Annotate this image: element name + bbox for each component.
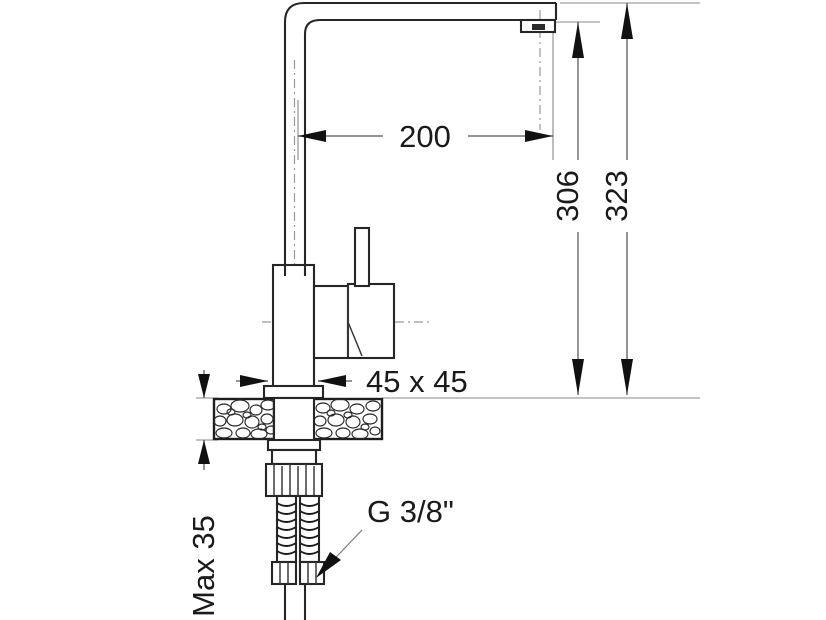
body-assembly — [271, 226, 396, 398]
dim-323-arrow-bottom — [621, 359, 633, 395]
spout-assembly — [283, 1, 558, 620]
supply-hose-left — [275, 494, 298, 564]
callout-arrowhead — [316, 552, 341, 578]
cartridge-block-inner — [312, 284, 350, 360]
hose-connector-nuts — [270, 560, 326, 586]
worktop-hatching-left — [214, 399, 274, 439]
worktop-left-section — [212, 397, 276, 441]
callout-thread-label: G 3/8" — [367, 494, 454, 529]
dim-306-label: 306 — [550, 170, 585, 222]
spout-inner-edge — [303, 18, 556, 620]
shank-washer — [266, 438, 322, 452]
worktop-hatching-right — [313, 399, 381, 439]
dim-323-label: 323 — [599, 170, 634, 222]
dim-323-arrow-top — [621, 3, 633, 39]
dimension-outlet-height: 306 — [550, 22, 585, 395]
dim-max35-arrow-top — [198, 374, 210, 398]
spout-outer-edge — [283, 1, 556, 620]
dimension-overall-height: 323 — [599, 3, 634, 395]
dim-45-arrow-right — [318, 375, 346, 387]
worktop-slab — [212, 397, 384, 441]
aerator-screen — [532, 24, 545, 30]
dimension-max-worktop: Max 35 — [186, 370, 221, 617]
dim-max35-arrow-bottom — [198, 440, 210, 464]
base-flange-assembly — [262, 384, 325, 400]
dim-200-arrow-right — [525, 130, 553, 142]
body-column — [271, 263, 316, 398]
dim-306-arrow-bottom — [572, 359, 584, 395]
supply-hose-right — [298, 494, 321, 564]
cartridge-block-outer — [346, 282, 396, 360]
dim-200-arrow-left — [298, 130, 326, 142]
extension-lines-group — [196, 2, 700, 441]
dimension-base-footprint: 45 x 45 — [236, 364, 468, 399]
dim-306-arrow-top — [572, 22, 584, 58]
lever-handle — [353, 226, 371, 288]
dim-200-label: 200 — [399, 119, 451, 154]
mounting-assembly — [264, 396, 326, 586]
dimension-spout-reach: 200 — [298, 119, 553, 154]
dim-45-arrow-left — [240, 375, 268, 387]
dim-max35-label: Max 35 — [186, 515, 221, 617]
callout-supply-thread: G 3/8" — [316, 494, 454, 578]
shank-nut — [270, 448, 318, 466]
base-flange — [262, 384, 325, 400]
dim-45-label: 45 x 45 — [366, 364, 468, 399]
